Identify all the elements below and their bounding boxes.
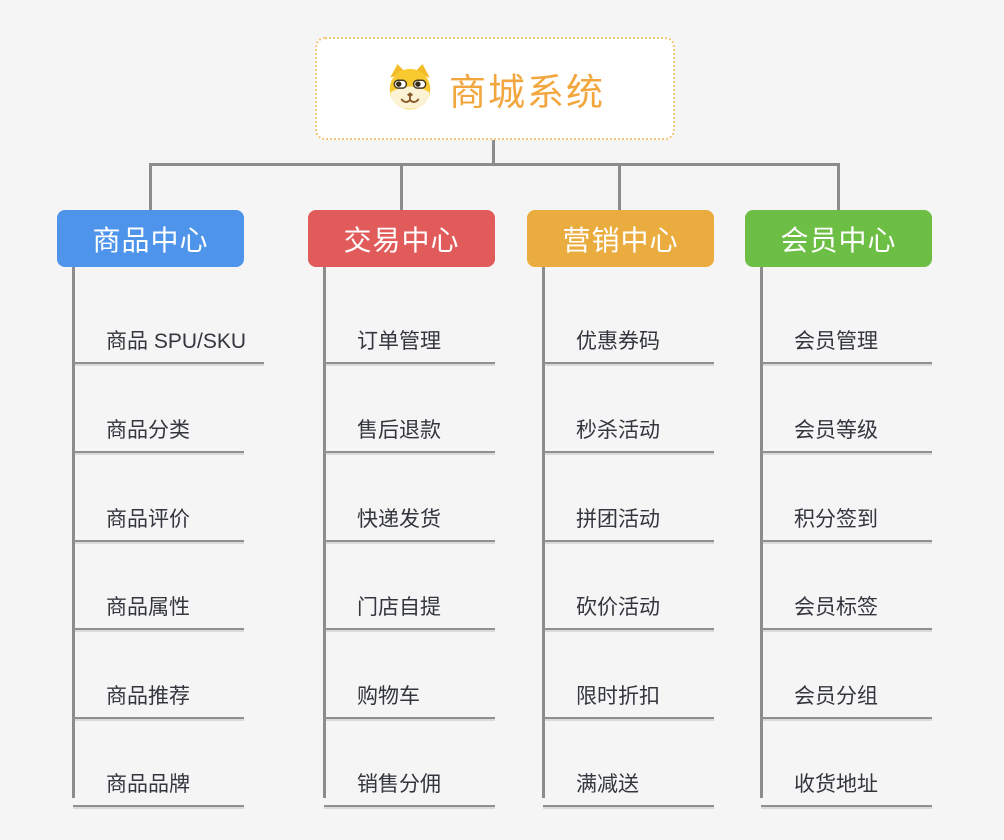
leaf-item[interactable]: 收货地址	[761, 756, 932, 807]
leaf-item[interactable]: 砍价活动	[543, 579, 714, 630]
connector-drop-2	[400, 163, 403, 210]
leaf-label: 商品分类	[106, 419, 190, 442]
leaf-label: 商品评价	[106, 508, 190, 531]
leaf-label: 商品属性	[106, 596, 190, 619]
leaf-item[interactable]: 满减送	[543, 756, 714, 807]
branch-spine	[760, 267, 763, 798]
leaf-item[interactable]: 商品 SPU/SKU	[73, 313, 265, 364]
branch-header-trade-center[interactable]: 交易中心	[308, 210, 495, 267]
branch-member-center: 会员中心 会员管理会员等级积分签到会员标签会员分组收货地址	[745, 210, 985, 820]
leaf-label: 砍价活动	[576, 596, 660, 619]
leaf-label: 会员标签	[794, 596, 878, 619]
leaf-item[interactable]: 会员等级	[761, 402, 932, 453]
leaf-item[interactable]: 会员分组	[761, 668, 932, 719]
leaf-label: 限时折扣	[576, 685, 660, 708]
leaf-item[interactable]: 商品推荐	[73, 668, 244, 719]
leaf-label: 快递发货	[357, 508, 441, 531]
root-title: 商城系统	[449, 71, 605, 113]
branch-spine	[72, 267, 75, 798]
branch-marketing-center: 营销中心 优惠券码秒杀活动拼团活动砍价活动限时折扣满减送	[527, 210, 767, 820]
leaf-item[interactable]: 限时折扣	[543, 668, 714, 719]
leaf-item[interactable]: 会员标签	[761, 579, 932, 630]
leaf-label: 会员等级	[794, 419, 878, 442]
leaf-item[interactable]: 门店自提	[324, 579, 495, 630]
leaf-item[interactable]: 拼团活动	[543, 491, 714, 542]
leaf-item[interactable]: 积分签到	[761, 491, 932, 542]
branch-items: 会员管理会员等级积分签到会员标签会员分组收货地址	[761, 267, 985, 820]
branch-spine	[542, 267, 545, 798]
leaf-item[interactable]: 订单管理	[324, 313, 495, 364]
connector-drop-1	[149, 163, 152, 210]
doge-face-icon	[385, 62, 435, 115]
branch-header-marketing-center[interactable]: 营销中心	[527, 210, 714, 267]
leaf-label: 销售分佣	[357, 773, 441, 796]
leaf-item[interactable]: 购物车	[324, 668, 495, 719]
connector-drop-3	[618, 163, 621, 210]
leaf-label: 收货地址	[794, 773, 878, 796]
leaf-label: 会员管理	[794, 330, 878, 353]
leaf-label: 门店自提	[357, 596, 441, 619]
leaf-label: 商品 SPU/SKU	[106, 330, 247, 353]
branch-spine	[323, 267, 326, 798]
leaf-label: 售后退款	[357, 419, 441, 442]
leaf-label: 积分签到	[794, 508, 878, 531]
branch-product-center: 商品中心 商品 SPU/SKU 商品分类商品评价商品属性商品推荐商品品牌	[57, 210, 297, 820]
leaf-item[interactable]: 商品评价	[73, 491, 244, 542]
branch-items: 商品 SPU/SKU 商品分类商品评价商品属性商品推荐商品品牌	[73, 267, 297, 820]
connector-root-stub	[492, 140, 495, 164]
leaf-item[interactable]: 秒杀活动	[543, 402, 714, 453]
leaf-item[interactable]: 商品品牌	[73, 756, 244, 807]
leaf-label: 订单管理	[357, 330, 441, 353]
leaf-item[interactable]: 售后退款	[324, 402, 495, 453]
leaf-item[interactable]: 商品分类	[73, 402, 244, 453]
connector-bus	[149, 163, 840, 166]
leaf-label: 优惠券码	[576, 330, 660, 353]
leaf-item[interactable]: 会员管理	[761, 313, 932, 364]
branch-header-product-center[interactable]: 商品中心	[57, 210, 244, 267]
leaf-label: 商品品牌	[106, 773, 190, 796]
root-node[interactable]: 商城系统	[315, 37, 675, 140]
branch-items: 订单管理售后退款快递发货门店自提购物车销售分佣	[324, 267, 548, 820]
leaf-item[interactable]: 优惠券码	[543, 313, 714, 364]
leaf-item[interactable]: 商品属性	[73, 579, 244, 630]
leaf-label: 商品推荐	[106, 685, 190, 708]
leaf-label: 秒杀活动	[576, 419, 660, 442]
leaf-label: 会员分组	[794, 685, 878, 708]
connector-drop-4	[837, 163, 840, 210]
leaf-item[interactable]: 销售分佣	[324, 756, 495, 807]
branch-items: 优惠券码秒杀活动拼团活动砍价活动限时折扣满减送	[543, 267, 767, 820]
leaf-item[interactable]: 快递发货	[324, 491, 495, 542]
leaf-label: 拼团活动	[576, 508, 660, 531]
branch-trade-center: 交易中心 订单管理售后退款快递发货门店自提购物车销售分佣	[308, 210, 548, 820]
leaf-label: 满减送	[576, 773, 639, 796]
leaf-label: 购物车	[357, 685, 420, 708]
branch-header-member-center[interactable]: 会员中心	[745, 210, 932, 267]
